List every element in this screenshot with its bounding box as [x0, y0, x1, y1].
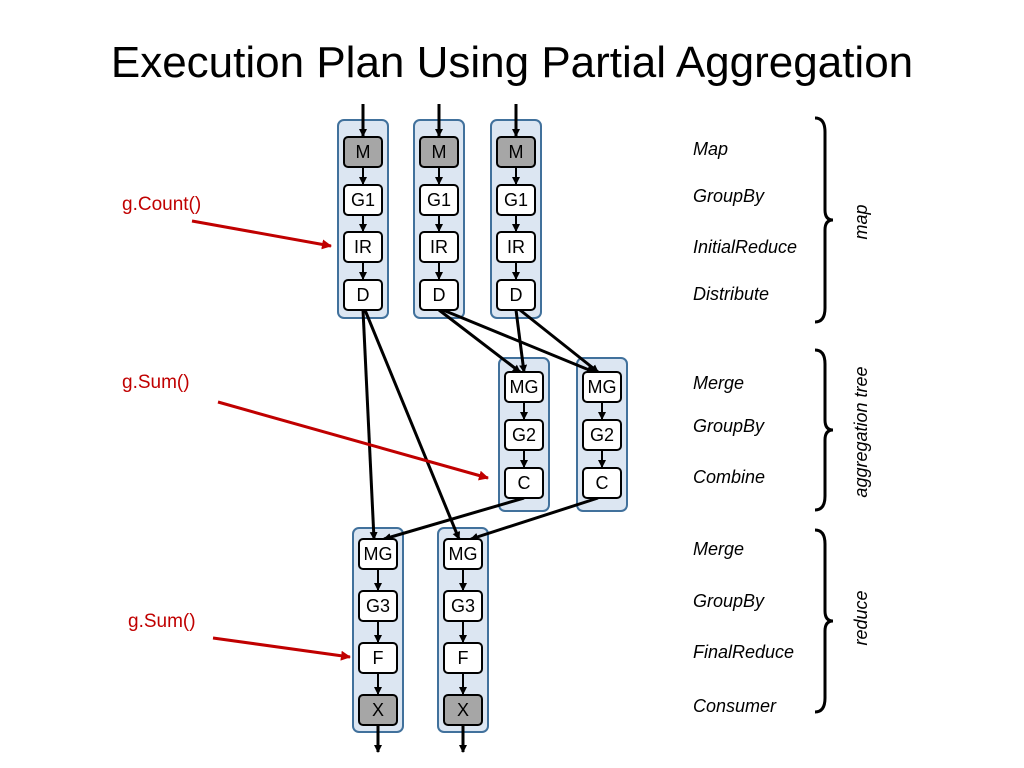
reduce-column-1-node-label: X — [372, 700, 384, 720]
reduce-column-2-node-mg — [443, 538, 483, 570]
aggregation-column-1-node-label: C — [518, 473, 531, 493]
reduce-column-1-node-label: G3 — [366, 596, 390, 616]
reduce-column-2-node-label: F — [458, 648, 469, 668]
edge-combine-1-reduce-1 — [383, 496, 525, 541]
map-column-2-node-label: D — [433, 285, 446, 305]
stage-label-map-2: GroupBy — [693, 186, 765, 206]
map-column-3-node-d — [496, 279, 536, 311]
aggregation-column-2-node-label: C — [596, 473, 609, 493]
edge-distribute-2-merge-1 — [438, 308, 521, 374]
edge-distribute-1-reduce-1 — [361, 309, 378, 540]
reduce-column-2-node-label: X — [457, 700, 469, 720]
phase-label-reduce: reduce — [851, 590, 871, 645]
aggregation-column-2-node-mg — [582, 371, 622, 403]
reduce-column-2-node-label: MG — [449, 544, 478, 564]
reduce-column-1-node-label: MG — [364, 544, 393, 564]
stage-label-reduce-3: FinalReduce — [693, 642, 794, 662]
reduce-column-2-node-label: G3 — [451, 596, 475, 616]
map-column-1-node-label: IR — [354, 237, 372, 257]
reduce-column-1-node-f — [358, 642, 398, 674]
edge-distribute-3-merge-1 — [514, 309, 528, 373]
phase-label-map: map — [851, 204, 871, 239]
reduce-column-2-node-x — [443, 694, 483, 726]
map-column-3-node-g1 — [496, 184, 536, 216]
aggregation-brace — [814, 348, 834, 512]
reduce-column-2-node-f — [443, 642, 483, 674]
reduce-column-1-node-mg — [358, 538, 398, 570]
reduce-brace — [814, 528, 834, 714]
map-column-3-node-label: IR — [507, 237, 525, 257]
map-column-1-node-m — [343, 136, 383, 168]
map-column-2-node-m — [419, 136, 459, 168]
aggregation-column-1-node-g2 — [504, 419, 544, 451]
aggregation-column-1-node-label: MG — [510, 377, 539, 397]
stage-label-map-1: Map — [693, 139, 728, 159]
aggregation-column-1-node-mg — [504, 371, 544, 403]
annotation-arrow-sum-aggregation — [217, 400, 489, 481]
map-column-1-node-label: G1 — [351, 190, 375, 210]
map-column-1-node-ir — [343, 231, 383, 263]
stage-label-map-3: InitialReduce — [693, 237, 797, 257]
stage-label-reduce-4: Consumer — [693, 696, 777, 716]
map-column-1-node-d — [343, 279, 383, 311]
map-column-3-node-label: G1 — [504, 190, 528, 210]
map-column-3-node-label: D — [510, 285, 523, 305]
stage-label-reduce-1: Merge — [693, 539, 744, 559]
slide-title: Execution Plan Using Partial Aggregation — [110, 38, 914, 87]
edge-distribute-3-merge-2 — [519, 308, 599, 374]
reduce-column-1-node-label: F — [373, 648, 384, 668]
map-column-3-node-ir — [496, 231, 536, 263]
map-column-2-node-g1 — [419, 184, 459, 216]
annotation-count: g.Count() — [122, 194, 201, 215]
map-column-2-node-ir — [419, 231, 459, 263]
stage-label-map-4: Distribute — [693, 284, 769, 304]
stage-label-aggregation-1: Merge — [693, 373, 744, 393]
map-column-3-node-label: M — [509, 142, 524, 162]
edge-combine-2-reduce-2 — [470, 496, 599, 541]
phase-label-aggregation: aggregation tree — [851, 366, 871, 497]
reduce-column-1-node-g3 — [358, 590, 398, 622]
edge-distribute-1-reduce-2 — [363, 309, 461, 540]
reduce-column-2-node-g3 — [443, 590, 483, 622]
map-column-1-node-label: D — [357, 285, 370, 305]
annotation-arrow-count — [191, 219, 332, 250]
map-brace — [814, 116, 834, 324]
annotation-sum-aggregation: g.Sum() — [122, 372, 190, 393]
stage-label-aggregation-2: GroupBy — [693, 416, 765, 436]
stage-label-reduce-2: GroupBy — [693, 591, 765, 611]
map-column-1-node-g1 — [343, 184, 383, 216]
map-column-2-node-label: IR — [430, 237, 448, 257]
annotation-sum-reduce: g.Sum() — [128, 611, 196, 632]
reduce-column-1-node-x — [358, 694, 398, 726]
stage-label-aggregation-3: Combine — [693, 467, 765, 487]
aggregation-column-2-node-c — [582, 467, 622, 499]
map-column-1-node-label: M — [356, 142, 371, 162]
aggregation-column-2-node-label: G2 — [590, 425, 614, 445]
annotation-arrow-sum-reduce — [212, 636, 351, 661]
map-column-3-node-m — [496, 136, 536, 168]
aggregation-column-1-node-label: G2 — [512, 425, 536, 445]
aggregation-column-1-node-c — [504, 467, 544, 499]
map-column-2-node-label: M — [432, 142, 447, 162]
aggregation-column-2-node-g2 — [582, 419, 622, 451]
aggregation-column-2-node-label: MG — [588, 377, 617, 397]
map-column-2-node-label: G1 — [427, 190, 451, 210]
map-column-2-node-d — [419, 279, 459, 311]
